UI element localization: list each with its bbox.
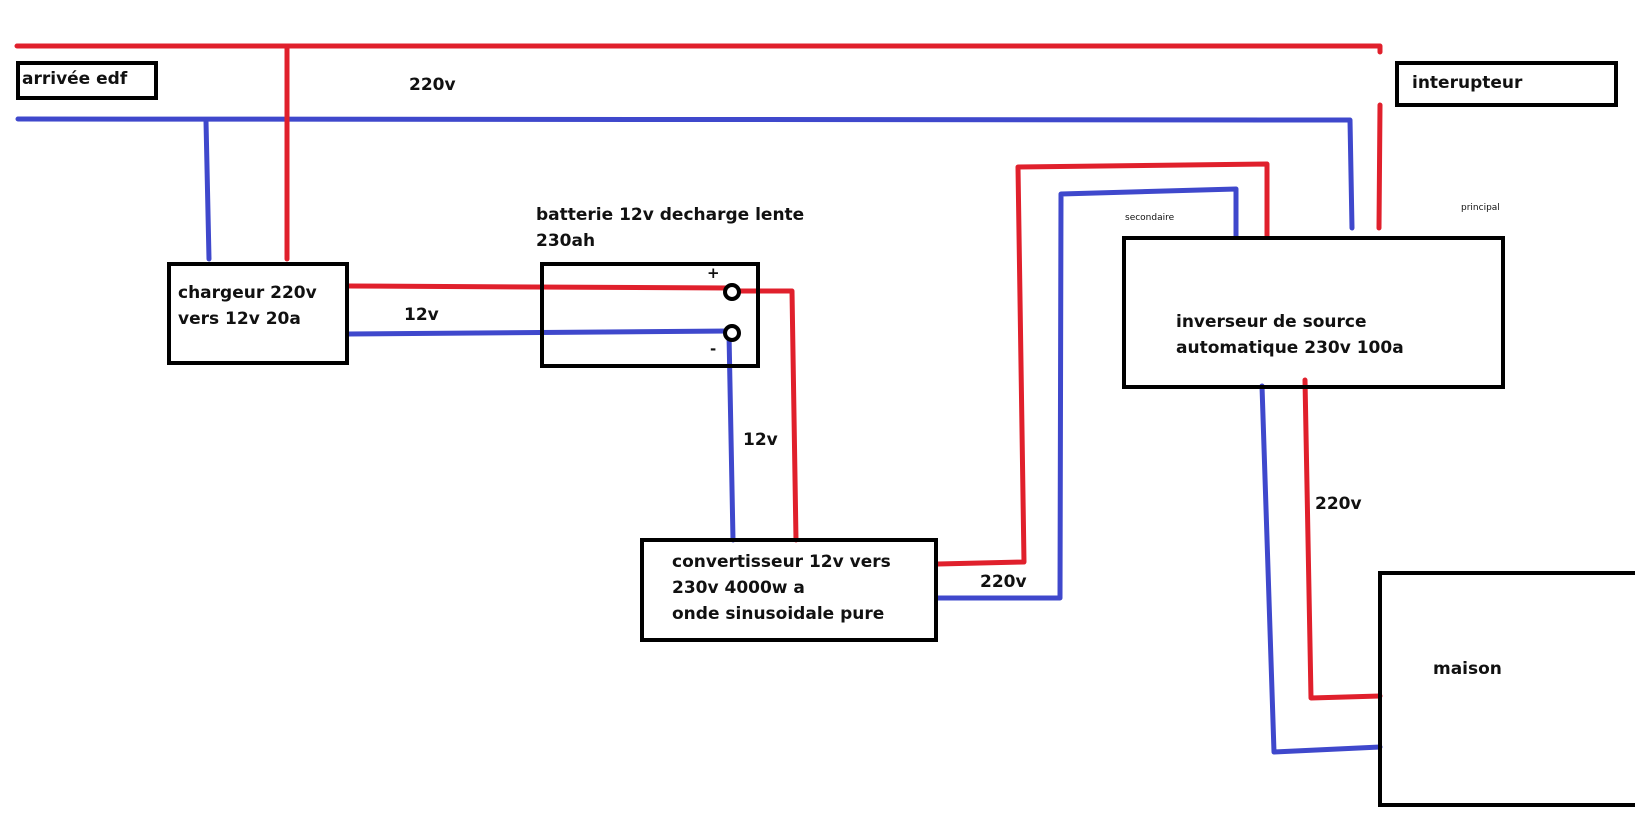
switch-label: interupteur	[1412, 73, 1523, 93]
battery-negative-terminal	[723, 324, 741, 342]
battery-positive-terminal	[723, 283, 741, 301]
mains-neutral-wire	[15, 116, 1355, 231]
battery-plus-sign: +	[707, 264, 720, 282]
ats-label-line1: inverseur de source	[1176, 312, 1367, 332]
ats-primary-input-label: principal	[1461, 203, 1500, 213]
switch-to-ats-phase-wire	[1376, 102, 1383, 231]
house-box	[1378, 571, 1635, 807]
inverter-output-voltage-label: 220v	[980, 572, 1027, 592]
ats-to-house-phase	[1302, 377, 1383, 701]
inverter-label-line3: onde sinusoidale pure	[672, 604, 885, 624]
battery-to-inverter-negative	[726, 331, 736, 543]
charger-neutral-tap	[203, 118, 212, 262]
mains-voltage-label: 220v	[409, 75, 456, 95]
house-label: maison	[1433, 659, 1502, 679]
charger-output-voltage-label: 12v	[404, 305, 439, 325]
charger-label-line1: chargeur 220v	[178, 283, 317, 303]
switch-box[interactable]	[1395, 61, 1618, 107]
battery-title-line1: batterie 12v decharge lente	[536, 205, 805, 225]
ats-label-line2: automatique 230v 100a	[1176, 338, 1404, 358]
ats-output-voltage-label: 220v	[1315, 494, 1362, 514]
grid-supply-box	[16, 61, 158, 100]
inverter-to-ats-phase	[935, 161, 1270, 567]
mains-phase-wire	[14, 43, 1383, 55]
battery-box	[540, 262, 760, 368]
battery-output-voltage-label: 12v	[743, 430, 778, 450]
charger-to-battery-positive	[345, 283, 733, 291]
inverter-to-ats-neutral	[935, 186, 1239, 601]
ats-to-house-neutral	[1259, 383, 1383, 755]
inverter-label-line2: 230v 4000w a	[672, 578, 805, 598]
inverter-box	[640, 538, 938, 642]
charger-to-battery-negative	[345, 328, 733, 337]
charger-label-line2: vers 12v 20a	[178, 309, 301, 329]
ats-box	[1122, 236, 1505, 389]
grid-supply-label: arrivée edf	[22, 69, 128, 89]
battery-title-line2: 230ah	[536, 231, 596, 251]
battery-minus-sign: -	[710, 340, 717, 358]
charger-box	[167, 262, 349, 365]
ats-secondary-input-label: secondaire	[1125, 213, 1175, 223]
inverter-label-line1: convertisseur 12v vers	[672, 552, 891, 572]
